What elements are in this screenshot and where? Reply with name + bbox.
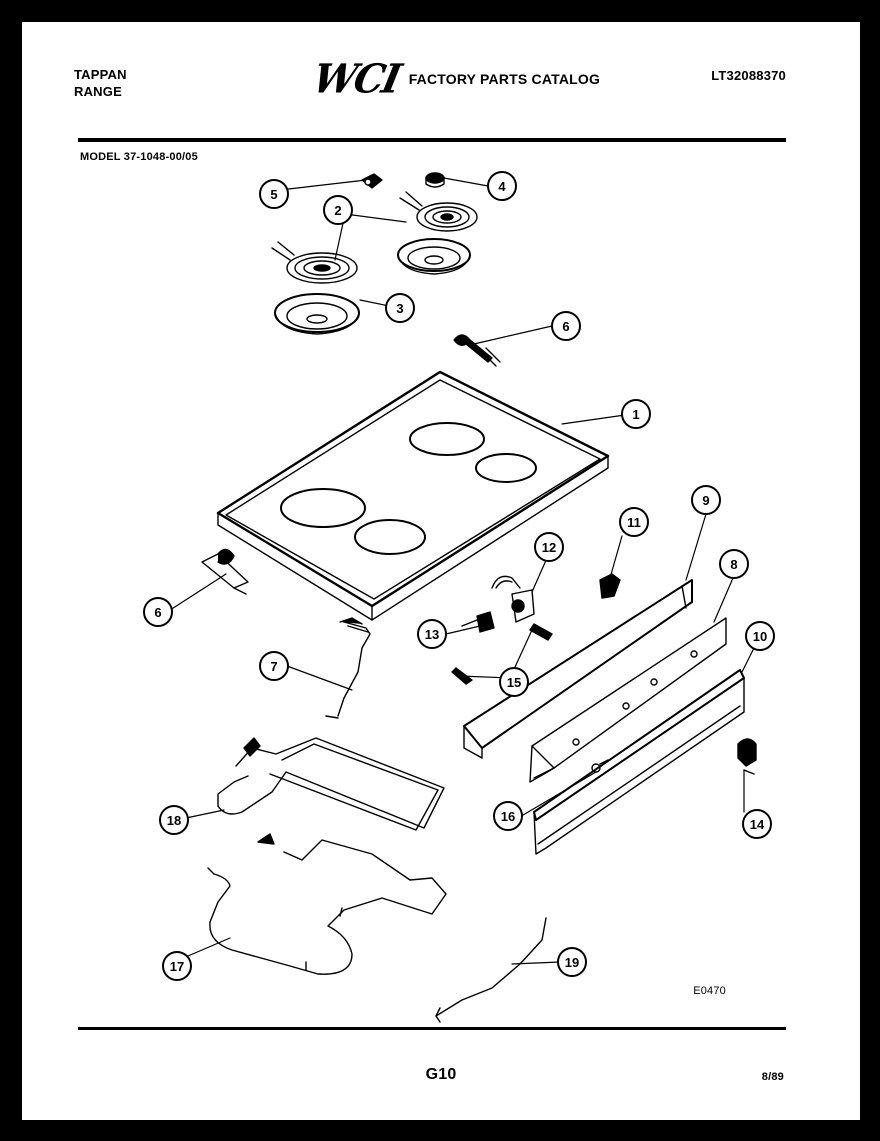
pilot-light	[461, 611, 495, 633]
catalog-code: LT32088370	[711, 68, 786, 83]
catalog-name: FACTORY PARTS CATALOG	[408, 70, 601, 87]
callout-labels: 1 2 3 4 5 6 6 7 8 9 10 11 12 13 14 15 16…	[154, 179, 767, 974]
callout-2: 2	[334, 203, 341, 218]
callout-10: 10	[753, 629, 767, 644]
callout-1: 1	[632, 407, 639, 422]
callout-16: 16	[501, 809, 515, 824]
drip-bowl	[274, 238, 471, 335]
page-number: G10	[425, 1066, 457, 1083]
wire-lead	[435, 917, 547, 1023]
infinite-switch	[491, 575, 535, 623]
callout-11: 11	[627, 515, 641, 530]
callout-8: 8	[730, 557, 737, 572]
brand-block: TAPPAN RANGE	[74, 66, 127, 100]
figure-id: E0470	[693, 985, 726, 997]
wire-harness	[325, 617, 371, 719]
broil-element	[207, 833, 447, 975]
header-divider	[78, 138, 786, 142]
callout-6b: 6	[154, 605, 161, 620]
trim-strip	[533, 669, 745, 855]
callout-15: 15	[507, 675, 521, 690]
callout-14: 14	[750, 817, 765, 832]
surface-element	[271, 191, 478, 284]
receptacle-clip-lower	[201, 548, 249, 595]
callout-19: 19	[565, 955, 579, 970]
callout-7: 7	[270, 659, 277, 674]
callout-6a: 6	[562, 319, 569, 334]
switch-part	[599, 573, 621, 599]
callout-13: 13	[425, 627, 439, 642]
callout-leaders	[166, 177, 756, 965]
cooktop-main-top	[216, 370, 610, 621]
exploded-parts-diagram: 1 2 3 4 5 6 6 7 8 9 10 11 12 13 14 15 16…	[143, 171, 775, 1023]
catalog-sheet: TAPPAN RANGE WCI FACTORY PARTS CATALOG L…	[22, 22, 860, 1120]
bake-element	[217, 737, 445, 831]
print-date: 8/89	[761, 1071, 784, 1083]
callout-3: 3	[396, 301, 403, 316]
terminal-block	[361, 173, 383, 189]
control-panel-rear	[463, 579, 693, 759]
callout-4: 4	[498, 179, 506, 194]
control-panel-front	[529, 617, 727, 783]
callout-12: 12	[542, 540, 556, 555]
product-type: RANGE	[74, 84, 122, 99]
callout-5: 5	[270, 187, 277, 202]
footer-divider	[78, 1027, 786, 1030]
catalog-title: WCI FACTORY PARTS CATALOG	[309, 55, 601, 102]
callout-9: 9	[702, 493, 709, 508]
receptacle-clip-upper	[453, 334, 501, 367]
model-number: MODEL 37-1048-00/05	[80, 151, 198, 163]
callout-17: 17	[170, 959, 184, 974]
callout-markers	[143, 171, 775, 981]
callout-18: 18	[167, 813, 181, 828]
knob-part	[425, 172, 445, 188]
brand-name: TAPPAN	[74, 67, 127, 82]
fuse-holder	[737, 738, 757, 775]
